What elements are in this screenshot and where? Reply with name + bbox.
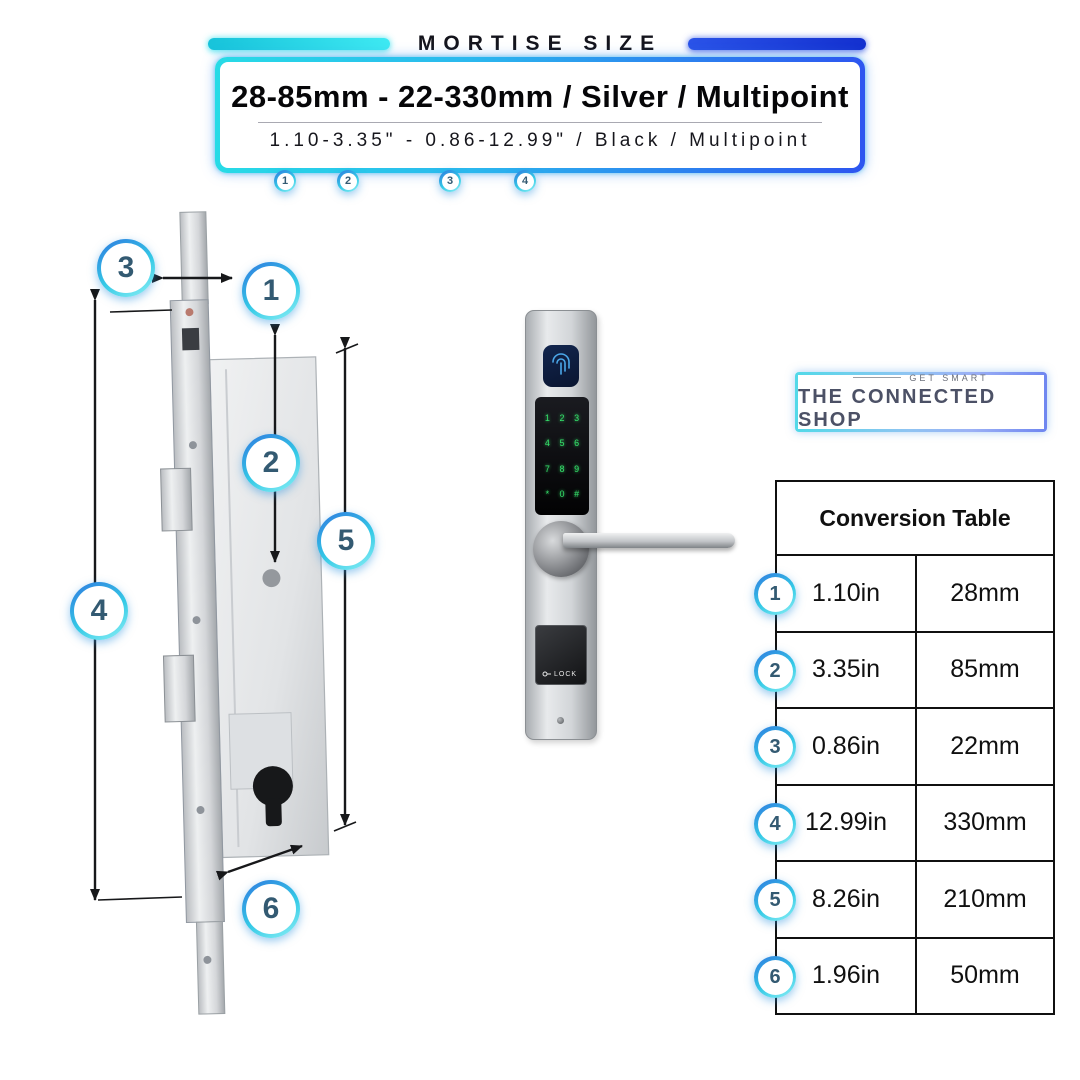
door-handle-lever bbox=[563, 533, 735, 548]
table-row-badge-4: 4 bbox=[754, 803, 796, 845]
callout-3: 3 bbox=[97, 239, 155, 297]
table-row-badge-6: 6 bbox=[754, 956, 796, 998]
table-row-badge-1: 1 bbox=[754, 573, 796, 615]
table-row-badge-5: 5 bbox=[754, 879, 796, 921]
cell-mm: 210mm bbox=[943, 884, 1027, 913]
brand-tagline: GET SMART bbox=[853, 373, 988, 383]
smart-lock-device: 1 2 3 4 5 6 7 8 9 * 0 # LOCK bbox=[505, 305, 745, 755]
keypad-digit: 7 bbox=[544, 463, 550, 474]
neon-bar-left bbox=[208, 38, 390, 50]
table-row: 1.96in 50mm bbox=[775, 938, 1055, 1015]
keypad-digit: 3 bbox=[574, 412, 580, 423]
table-row-badge-2: 2 bbox=[754, 650, 796, 692]
cell-mm: 28mm bbox=[950, 578, 1020, 607]
header-badge-1: 1 bbox=[274, 170, 296, 192]
brand-logo-inner: GET SMART THE CONNECTED SHOP bbox=[798, 373, 1044, 431]
table-row: 0.86in 22mm bbox=[775, 709, 1055, 786]
keypad-digit: 6 bbox=[574, 438, 580, 449]
mortise-lock-diagram bbox=[90, 211, 359, 1015]
table-row: 12.99in 330mm bbox=[775, 785, 1055, 862]
cell-inches: 3.35in bbox=[777, 632, 917, 707]
dimension-ticks bbox=[97, 309, 359, 901]
keypad-digit: 8 bbox=[559, 463, 565, 474]
header-badge-4: 4 bbox=[514, 170, 536, 192]
fingerprint-sensor-icon bbox=[543, 345, 579, 387]
cell-mm: 85mm bbox=[950, 655, 1020, 684]
lock-label-row: LOCK bbox=[542, 670, 577, 678]
cell-inches: 0.86in bbox=[777, 709, 917, 784]
conversion-table-body: 1.10in 28mm 3.35in 85mm 0.86in 22mm 12.9… bbox=[775, 556, 1055, 1015]
header-badge-2: 2 bbox=[337, 170, 359, 192]
keypad-digit: 9 bbox=[574, 463, 580, 474]
cell-mm: 22mm bbox=[950, 731, 1020, 760]
lock-cylinder-cover: LOCK bbox=[535, 625, 587, 685]
table-row-badge-3: 3 bbox=[754, 726, 796, 768]
brand-logo-box: GET SMART THE CONNECTED SHOP bbox=[795, 372, 1047, 432]
callout-2: 2 bbox=[242, 434, 300, 492]
banner-line-metric: 28-85mm - 22-330mm / Silver / Multipoint bbox=[231, 78, 849, 114]
page-title: MORTISE SIZE bbox=[417, 32, 663, 55]
keypad-digit: 1 bbox=[544, 412, 550, 423]
lock-label: LOCK bbox=[554, 670, 578, 678]
callout-1: 1 bbox=[242, 262, 300, 320]
keypad-digit: # bbox=[574, 489, 580, 500]
keypad-digit: 0 bbox=[559, 489, 565, 500]
key-icon bbox=[542, 671, 551, 677]
cell-inches: 1.10in bbox=[777, 556, 917, 631]
table-row: 8.26in 210mm bbox=[775, 862, 1055, 939]
mortise-lock-body bbox=[160, 211, 330, 1015]
neon-bar-right bbox=[688, 38, 866, 50]
header-badge-3: 3 bbox=[439, 170, 461, 192]
cell-inches: 1.96in bbox=[777, 938, 917, 1013]
conversion-table-title: Conversion Table bbox=[775, 480, 1055, 556]
table-row: 1.10in 28mm bbox=[775, 556, 1055, 633]
conversion-table: Conversion Table 1.10in 28mm 3.35in 85mm… bbox=[754, 480, 1055, 1015]
callout-6: 6 bbox=[242, 880, 300, 938]
brand-name: THE CONNECTED SHOP bbox=[798, 385, 997, 431]
cell-mm: 330mm bbox=[943, 808, 1027, 837]
size-banner-inner: 28-85mm - 22-330mm / Silver / Multipoint… bbox=[220, 62, 860, 168]
screw-dot bbox=[557, 717, 564, 724]
callout-4: 4 bbox=[70, 582, 128, 640]
cell-inches: 8.26in bbox=[777, 862, 917, 937]
keypad-digit: 2 bbox=[559, 412, 565, 423]
keypad-panel: 1 2 3 4 5 6 7 8 9 * 0 # bbox=[535, 397, 589, 515]
handle-hub bbox=[533, 521, 589, 577]
cell-inches: 12.99in bbox=[777, 785, 917, 860]
size-banner: 28-85mm - 22-330mm / Silver / Multipoint… bbox=[215, 57, 865, 173]
keypad-digit: * bbox=[545, 489, 550, 500]
cell-mm: 50mm bbox=[950, 961, 1020, 990]
callout-5: 5 bbox=[317, 512, 375, 570]
banner-divider bbox=[258, 121, 822, 123]
arrow-diagonal-6 bbox=[215, 844, 303, 881]
table-row: 3.35in 85mm bbox=[775, 632, 1055, 709]
banner-line-imperial: 1.10-3.35" - 0.86-12.99" / Black / Multi… bbox=[269, 129, 811, 151]
keypad-digit: 4 bbox=[544, 438, 550, 449]
keypad-digit: 5 bbox=[559, 438, 565, 449]
